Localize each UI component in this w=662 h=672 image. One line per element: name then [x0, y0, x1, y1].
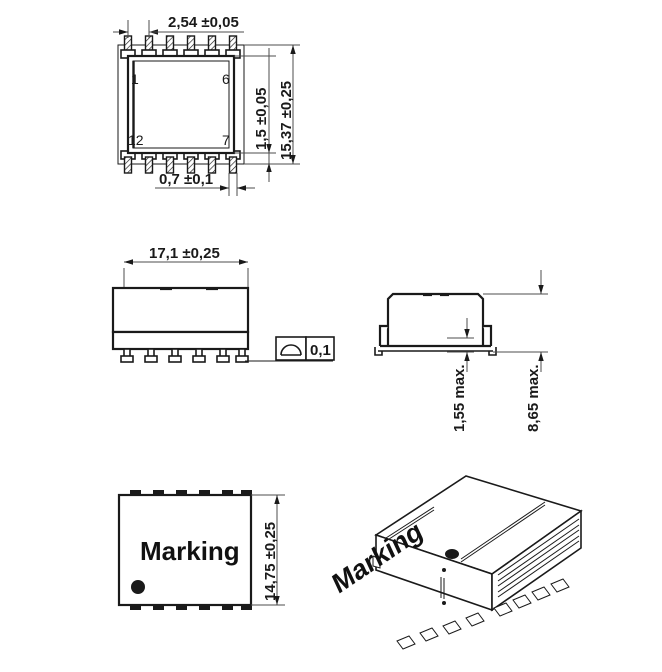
dimension-overall-width: 17,1 ±0,25: [123, 245, 249, 292]
iso-right-face-ridges: [497, 518, 580, 598]
feature-control-frame: 0,1: [275, 336, 335, 361]
right-view-flange-left: [378, 324, 388, 346]
top-view: 1 6 12 7 2,54 ±0,05 15,37 ±0,25: [113, 14, 300, 196]
lead: [120, 348, 134, 363]
right-view-flange-right: [483, 324, 493, 346]
pad: [241, 490, 252, 496]
iso-corner-notch: [372, 555, 381, 569]
lead: [396, 635, 416, 650]
lead: [235, 348, 249, 363]
bottom-view-pads-upper: [130, 490, 252, 496]
top-view-body-inner: [132, 60, 230, 149]
dimension-total-height: 8,65 max.: [483, 270, 548, 432]
isometric-3d-view: Marking: [328, 475, 583, 650]
dimension-overall-height-label: 15,37 ±0,25: [278, 81, 295, 160]
lead: [144, 348, 158, 363]
lead: [550, 578, 570, 593]
dimension-body-height-label: 1,5 ±0,05: [253, 88, 270, 150]
front-side-view: 17,1 ±0,25 0,1: [111, 245, 335, 363]
pad: [199, 604, 210, 610]
lead: [168, 348, 182, 363]
lead: [493, 602, 513, 617]
pad: [199, 490, 210, 496]
pad: [130, 490, 141, 496]
pin-label-12: 12: [128, 132, 144, 148]
front-view-leads: [120, 348, 249, 363]
pin-lead: [162, 150, 178, 174]
lead: [442, 620, 462, 635]
bottom-view-marking-label: Marking: [140, 536, 240, 566]
right-view-body-profile: [386, 292, 485, 345]
dimension-standoff: 1,55 max.: [447, 318, 474, 432]
profile-of-surface-icon: [280, 344, 302, 356]
iso-pin-1-dot-marker: [445, 549, 459, 559]
pad: [176, 490, 187, 496]
bottom-view-pads-lower: [130, 604, 252, 610]
lead: [531, 586, 551, 601]
lead: [216, 348, 230, 363]
fcf-symbol-box: [275, 336, 307, 361]
dimension-pitch: 2,54 ±0,05: [113, 14, 244, 38]
right-side-view: 1,55 max. 8,65 max.: [374, 270, 548, 432]
dimension-standoff-label: 1,55 max.: [451, 364, 468, 432]
dimension-overall-height: 15,37 ±0,25: [244, 44, 300, 165]
dimension-pin-width: 0,7 ±0,1: [155, 171, 255, 196]
dimension-body-depth-label: 14,75 ±0,25: [262, 522, 279, 601]
bottom-marking-view: Marking 14,75 ±0,25: [117, 490, 285, 610]
pad: [153, 490, 164, 496]
pad: [176, 604, 187, 610]
fcf-tolerance-box: [305, 336, 335, 361]
dimension-body-depth: 14,75 ±0,25: [251, 494, 285, 606]
iso-seam-dot-top: [442, 568, 446, 572]
lead: [192, 348, 206, 363]
dimension-pin-width-label: 0,7 ±0,1: [159, 171, 213, 188]
iso-leads: [396, 578, 570, 650]
pad: [222, 604, 233, 610]
pin-1-dot-marker: [131, 580, 145, 594]
iso-top-face-ridges: [385, 501, 546, 563]
dimension-overall-width-label: 17,1 ±0,25: [149, 245, 220, 262]
pad: [241, 604, 252, 610]
pin-label-1: 1: [131, 71, 139, 87]
pin-label-6: 6: [222, 71, 230, 87]
fcf-tolerance-label: 0,1: [310, 342, 331, 359]
front-view-body-lower: [111, 330, 250, 351]
lead: [465, 612, 485, 627]
dimension-body-height: 1,5 ±0,05: [234, 48, 276, 182]
pad: [153, 604, 164, 610]
dimension-pitch-label: 2,54 ±0,05: [168, 14, 239, 31]
pin-lead: [141, 150, 157, 174]
pad: [130, 604, 141, 610]
pad: [222, 490, 233, 496]
lead: [419, 627, 439, 642]
pin-lead: [162, 35, 178, 59]
lead: [512, 594, 532, 609]
bottom-view-body: [117, 493, 253, 607]
top-view-pins-lower: [120, 150, 241, 174]
iso-seam-dot-bottom: [442, 601, 446, 605]
dimension-total-height-label: 8,65 max.: [525, 364, 542, 432]
front-view-body-upper: [111, 286, 250, 334]
pin-label-7: 7: [222, 132, 230, 148]
